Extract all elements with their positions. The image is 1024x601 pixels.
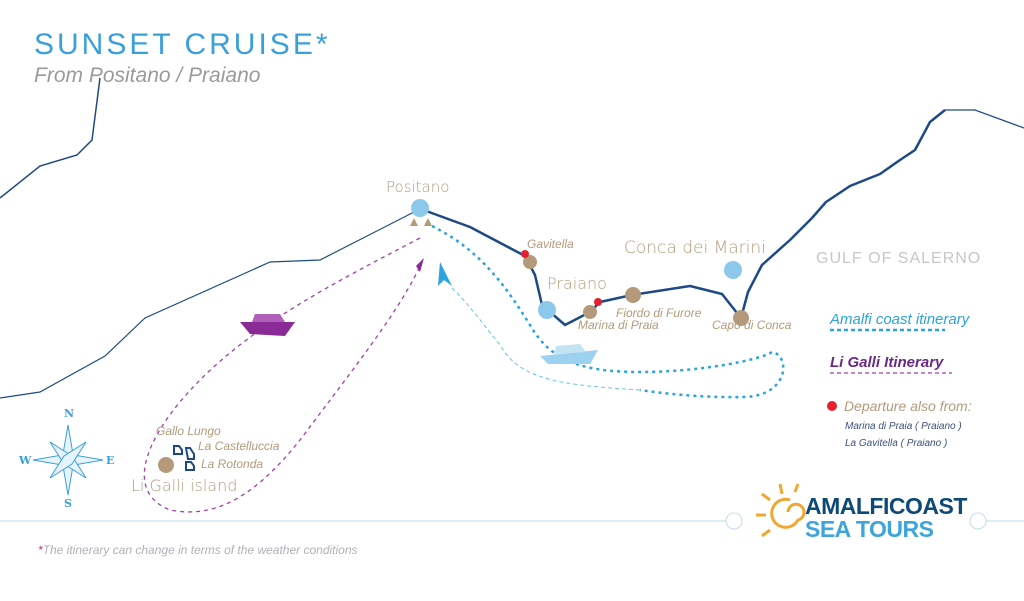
legend-departure-dot <box>827 401 837 411</box>
label-capo: Capo di Conca <box>712 318 792 332</box>
coastline-main <box>417 109 946 327</box>
stop-praiano <box>538 301 556 319</box>
stop-positano <box>411 199 429 217</box>
label-li-galli: Li Galli island <box>131 476 238 495</box>
note-text: The itinerary can change in terms of the… <box>42 543 358 557</box>
logo-line2: SEA TOURS <box>805 516 934 542</box>
page-subtitle: From Positano / Praiano <box>34 64 261 87</box>
stop-fiordo <box>625 287 641 303</box>
compass-s: S <box>64 497 72 510</box>
stop-marina-di-praia <box>583 305 597 319</box>
legend-departure-item: Marina di Praia ( Praiano ) <box>845 421 962 432</box>
stop-conca <box>724 261 742 279</box>
legend-departure-item: La Gavitella ( Praiano ) <box>845 438 948 449</box>
label-fiordo: Fiordo di Furore <box>616 306 702 320</box>
label-praiano: Praiano <box>547 274 607 293</box>
amalfi-arrow-icon <box>438 262 452 286</box>
coastline-upper-left <box>0 77 101 199</box>
legend-amalfi: Amalfi coast itinerary <box>830 311 970 328</box>
coastline-lower-left <box>0 209 419 399</box>
footer-note: *The itinerary can change in terms of th… <box>38 543 358 557</box>
boat-blue-icon <box>540 344 598 364</box>
galli-route-out <box>143 237 423 513</box>
legend-departure: Departure also from: <box>844 398 972 414</box>
islets-icon <box>173 445 195 471</box>
stop-li-galli <box>158 457 174 473</box>
label-conca: Conca dei Marini <box>624 238 766 258</box>
note-star: * <box>38 543 43 557</box>
compass-n: N <box>64 407 75 420</box>
compass-e: E <box>106 454 115 467</box>
amalfi-route-out <box>431 224 785 399</box>
coastline-right-top <box>945 109 1024 129</box>
page-title: SUNSET CRUISE* <box>34 28 331 61</box>
departure-gavitella <box>521 250 529 258</box>
galli-arrow-icon <box>412 258 424 272</box>
label-positano: Positano <box>386 178 450 196</box>
label-rotonda: La Rotonda <box>201 457 264 471</box>
logo-sun-icon <box>756 483 806 538</box>
legend-galli: Li Galli Itinerary <box>830 354 944 371</box>
label-marina-di-praia: Marina di Praia <box>578 318 659 332</box>
boat-purple-icon <box>240 314 295 336</box>
departure-marina-di-praia <box>594 298 602 306</box>
label-gavitella: Gavitella <box>527 237 574 251</box>
label-gallo-lungo: Gallo Lungo <box>156 424 221 438</box>
label-castelluccia: La Castelluccia <box>198 439 280 453</box>
amalfi-route-return <box>451 287 641 391</box>
logo-line1: AMALFICOAST <box>805 493 967 519</box>
label-gulf: GULF OF SALERNO <box>816 250 982 267</box>
stop-capo <box>733 310 749 326</box>
stop-gavitella <box>523 255 537 269</box>
positano-marker <box>410 218 418 226</box>
compass-rose-icon <box>32 424 104 496</box>
compass-w: W <box>19 454 32 467</box>
